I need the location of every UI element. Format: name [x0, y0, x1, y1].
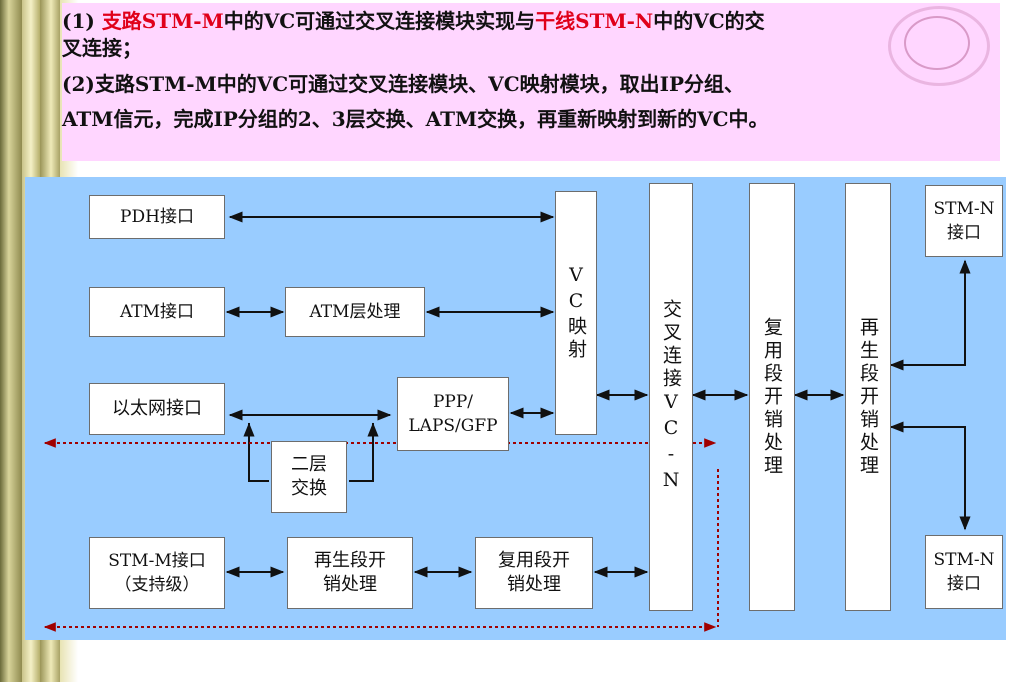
- vc-mapping-box: VC映射: [555, 191, 597, 435]
- ppp-laps-gfp-box: PPP/ LAPS/GFP: [397, 377, 509, 451]
- ethernet-interface-box: 以太网接口: [89, 383, 225, 435]
- university-seal-icon: [888, 6, 990, 86]
- line1-middle: 中的VC可通过交叉连接模块实现与: [223, 9, 536, 33]
- atm-layer-label: ATM层处理: [309, 302, 401, 322]
- stm-n-interface-bottom-box: STM-N 接口: [925, 535, 1003, 609]
- stm-n-interface-top-box: STM-N 接口: [925, 185, 1003, 257]
- layer2-switch-box: 二层 交换: [271, 441, 347, 513]
- stm-m-label-line1: STM-M接口: [108, 551, 206, 571]
- stm-m-label-line2: （支持级）: [114, 575, 200, 595]
- stm-n-top-label-line2: 接口: [947, 223, 981, 243]
- stm-m-interface-box: STM-M接口 （支持级）: [89, 537, 225, 609]
- cross-connect-box: 交叉连接VC-N: [649, 183, 693, 611]
- cross-connect-label: 交叉连接VC-N: [660, 299, 682, 495]
- decor-stripe: [0, 0, 22, 682]
- sdh-diagram: PDH接口 ATM接口 ATM层处理 以太网接口 PPP/ LAPS/GFP 二…: [25, 177, 1006, 640]
- ppp-label-line2: LAPS/GFP: [408, 416, 498, 436]
- arrow-layer2-ppp: [349, 423, 374, 482]
- atm-layer-box: ATM层处理: [285, 287, 425, 337]
- university-seal-inner-icon: [904, 16, 970, 70]
- regen-overhead-left-box: 再生段开 销处理: [287, 537, 413, 609]
- layer2-label-line1: 二层: [291, 454, 327, 475]
- mux-section-overhead-box: 复用段开销处理: [749, 183, 795, 611]
- atm-interface-box: ATM接口: [89, 287, 225, 337]
- stm-n-top-label-line1: STM-N: [933, 199, 995, 219]
- line1-highlight-1: 支路STM-M: [101, 9, 224, 33]
- vc-mapping-label: VC映射: [565, 264, 587, 362]
- regen-section-label: 再生段开销处理: [857, 316, 879, 478]
- line1-highlight-2: 干线STM-N: [535, 9, 654, 33]
- stm-n-bottom-label-line2: 接口: [947, 574, 981, 594]
- arrow-regen-stmn-bottom: [891, 426, 966, 529]
- connector-arrows: [43, 211, 971, 632]
- text-line-1: (1) 支路STM-M中的VC可通过交叉连接模块实现与干线STM-N中的VC的交: [62, 8, 765, 34]
- atm-interface-label: ATM接口: [119, 302, 195, 322]
- arrow-regen-stmn-top: [891, 261, 966, 366]
- line1-prefix: (1): [62, 9, 102, 33]
- pdh-interface-label: PDH接口: [120, 207, 194, 227]
- mux-left-label-line2: 销处理: [507, 574, 561, 595]
- mux-left-label-line1: 复用段开: [498, 550, 570, 571]
- stm-n-bottom-label-line1: STM-N: [933, 550, 995, 570]
- text-line-4: ATM信元，完成IP分组的2、3层交换、ATM交换，再重新映射到新的VC中。: [62, 107, 769, 131]
- mux-overhead-left-box: 复用段开 销处理: [475, 537, 593, 609]
- ethernet-interface-label: 以太网接口: [112, 398, 202, 419]
- text-panel: [62, 3, 1000, 161]
- mux-section-label: 复用段开销处理: [761, 316, 783, 478]
- regen-section-overhead-box: 再生段开销处理: [845, 183, 891, 611]
- ppp-label-line1: PPP/: [432, 392, 474, 412]
- pdh-interface-box: PDH接口: [89, 195, 225, 239]
- text-line-2: 叉连接；: [62, 36, 142, 60]
- arrow-eth-layer2: [248, 423, 269, 482]
- regen-left-label-line1: 再生段开: [314, 550, 386, 571]
- text-line-3: (2)支路STM-M中的VC可通过交叉连接模块、VC映射模块，取出IP分组、: [62, 72, 745, 96]
- line1-end: 中的VC的交: [653, 9, 765, 33]
- layer2-label-line2: 交换: [291, 478, 327, 499]
- regen-left-label-line2: 销处理: [323, 574, 377, 595]
